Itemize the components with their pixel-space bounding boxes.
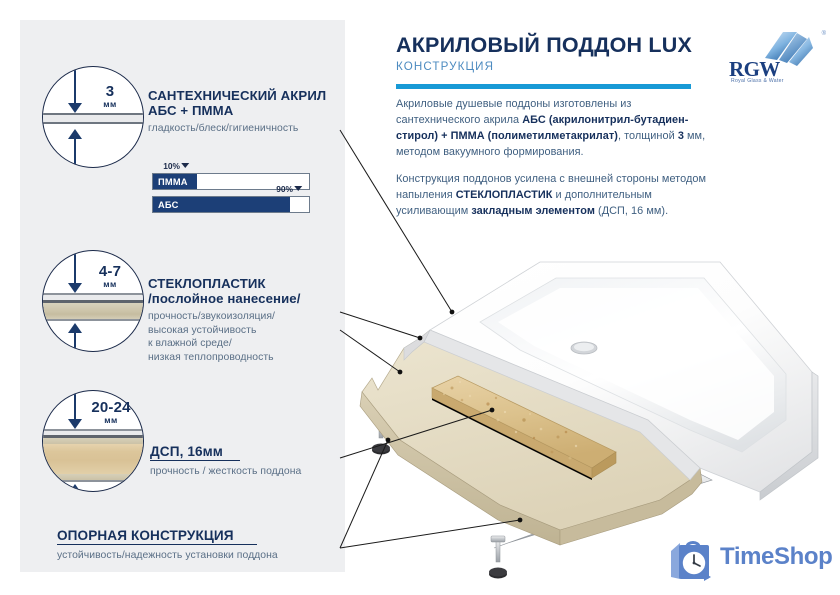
chipboard-bottom-line xyxy=(43,479,143,482)
acrylic-arrow-down-stem xyxy=(74,67,77,105)
chipboard-acrylic-top xyxy=(43,429,143,431)
support-title: ОПОРНАЯ КОНСТРУКЦИЯ xyxy=(57,528,234,543)
support-description: устойчивость/надежность установки поддон… xyxy=(57,550,278,561)
accent-rule xyxy=(396,84,691,89)
pmma-percent-label: 10% xyxy=(163,161,189,171)
chipboard-arrow-down-stem xyxy=(74,391,77,421)
acrylic-bottom-line xyxy=(43,122,143,124)
p2-part-d: закладным элементом xyxy=(471,204,595,217)
support-legs xyxy=(372,413,713,579)
leader-dots xyxy=(385,309,523,523)
chipboard-arrow-down-head xyxy=(68,419,82,429)
fiberglass-arrow-down-head xyxy=(68,283,82,293)
acrylic-arrow-up-stem xyxy=(74,139,77,167)
fiberglass-layer xyxy=(43,302,143,319)
p1-part-d: 3 xyxy=(677,129,684,142)
abs-percent-label: 90% xyxy=(276,184,302,194)
rgw-wordmark: RGW xyxy=(729,57,780,81)
acrylic-title-line1: САНТЕХНИЧЕСКИЙ АКРИЛ xyxy=(148,88,327,103)
fiberglass-arrow-down-stem xyxy=(74,251,77,285)
abs-bar-track: АБС xyxy=(152,196,310,213)
chipboard-title: ДСП, 16мм xyxy=(150,444,223,459)
timeshop-watermark: TimeShop xyxy=(668,537,836,587)
timeshop-wordmark: TimeShop xyxy=(720,543,833,570)
acrylic-thickness-value: 3 xyxy=(105,83,115,100)
abs-bar-fill: АБС xyxy=(153,197,291,212)
bar-row-abs: 90% АБС xyxy=(152,184,310,213)
pmma-bar-label: ПММА xyxy=(158,176,188,187)
body-copy: Акриловые душевые поддоны изготовлены из… xyxy=(396,97,708,230)
body-paragraph-1: Акриловые душевые поддоны изготовлены из… xyxy=(396,97,708,161)
acrylic-description: гладкость/блеск/гигиеничность xyxy=(148,123,299,134)
acrylic-thickness-label: 3 мм xyxy=(90,84,130,109)
acrylic-tray-3d xyxy=(403,261,819,501)
acrylic-top-line xyxy=(43,113,143,115)
fiberglass-acrylic-top xyxy=(43,293,143,295)
fiberglass-acrylic-layer xyxy=(43,295,143,300)
fiberglass-description-line4: низкая теплопроводность xyxy=(148,352,274,364)
acrylic-title: САНТЕХНИЧЕСКИЙ АКРИЛ АБС + ПММА xyxy=(148,88,338,118)
fiberglass-title-line1: СТЕКЛОПЛАСТИК xyxy=(148,276,266,291)
acrylic-arrow-up-head xyxy=(68,129,82,139)
fiberglass-arrow-up-head xyxy=(68,323,82,333)
acrylic-thickness-unit: мм xyxy=(103,99,117,109)
fiberglass-divider xyxy=(43,300,143,303)
acrylic-layer-diagram xyxy=(42,66,144,168)
body-paragraph-2: Конструкция поддонов усилена с внешней с… xyxy=(396,172,708,220)
fiberglass-title-line2: /послойное нанесение/ xyxy=(148,291,301,307)
rgw-logo: ® RGW Royal Glass & Water xyxy=(727,30,827,88)
page-subtitle: КОНСТРУКЦИЯ xyxy=(396,59,495,73)
fiberglass-description: прочность/звукоизоляция/ высокая устойчи… xyxy=(148,310,338,365)
p2-part-b: СТЕКЛОПЛАСТИК xyxy=(455,188,553,201)
rgw-mark-icon xyxy=(765,32,813,66)
chipboard-thickness-label: 20-24 мм xyxy=(82,400,140,425)
timeshop-bag-clock-icon xyxy=(671,541,711,581)
bar-row-pmma: 10% ПММА xyxy=(152,161,310,190)
chipboard-insert-3d xyxy=(431,375,617,480)
chipboard-core-layer xyxy=(43,443,143,474)
abs-bar-label: АБС xyxy=(158,199,179,210)
fiberglass-thickness-label: 4-7 мм xyxy=(86,264,134,289)
fiberglass-thickness-value: 4-7 xyxy=(98,263,122,280)
chipboard-texture xyxy=(442,381,578,460)
chipboard-description: прочность / жесткость поддона xyxy=(150,466,302,477)
fiberglass-thickness-unit: мм xyxy=(103,279,117,289)
pmma-bar-fill: ПММА xyxy=(153,174,197,189)
acrylic-arrow-down-head xyxy=(68,103,82,113)
acrylic-title-line2: АБС + ПММА xyxy=(148,103,234,119)
page-title: АКРИЛОВЫЙ ПОДДОН LUX xyxy=(396,33,693,57)
p1-part-c: , толщиной xyxy=(617,129,678,142)
chipboard-thickness-value: 20-24 xyxy=(91,399,131,416)
fiberglass-title: СТЕКЛОПЛАСТИК /послойное нанесение/ xyxy=(148,276,338,306)
fiberglass-arrow-up-stem xyxy=(74,333,77,351)
p1-part-a: Акриловые душевые поддоны изготовлены из… xyxy=(396,98,632,126)
chipboard-arrow-up-head xyxy=(68,484,82,491)
rgw-tagline: Royal Glass & Water xyxy=(731,78,784,84)
chipboard-title-underline xyxy=(150,460,240,462)
acrylic-body-layer xyxy=(43,115,143,122)
pmma-bar-track: ПММА xyxy=(152,173,310,190)
fiberglass-layer-diagram xyxy=(42,250,144,352)
header-block: АКРИЛОВЫЙ ПОДДОН LUX КОНСТРУКЦИЯ xyxy=(396,34,726,73)
chipboard-fiberglass-top xyxy=(43,437,143,444)
chipboard-layer-diagram xyxy=(42,390,144,492)
chipboard-divider-top xyxy=(43,435,143,438)
rgw-registered-mark: ® xyxy=(821,31,826,37)
fiberglass-description-line1: прочность/звукоизоляция/ xyxy=(148,311,275,322)
chipboard-thickness-unit: мм xyxy=(104,415,118,425)
fiberglass-description-line3: к влажной среде/ xyxy=(148,338,232,350)
fiberglass-layer-3d xyxy=(359,329,703,546)
chipboard-acrylic-layer xyxy=(43,431,143,435)
fiberglass-description-line2: высокая устойчивость xyxy=(148,324,257,336)
support-title-underline xyxy=(57,544,257,546)
chipboard-fiberglass-bottom xyxy=(43,473,143,480)
composition-bar-chart: 10% ПММА 90% АБС xyxy=(152,161,310,219)
p2-part-e: (ДСП, 16 мм). xyxy=(594,204,669,217)
fiberglass-bottom-line xyxy=(43,318,143,321)
